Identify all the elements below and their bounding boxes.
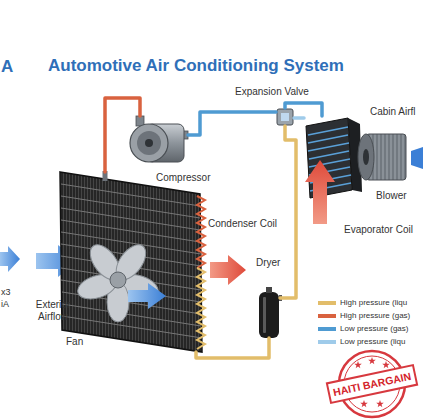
condenser-illustration — [197, 268, 205, 349]
watermark-stamp — [327, 365, 417, 403]
condenser-illustration — [197, 196, 205, 268]
legend-swatch — [318, 327, 336, 331]
airflow-arrows — [0, 246, 20, 272]
legend-text: High pressure (liqu — [340, 298, 407, 307]
refrigerant-pipe — [285, 103, 322, 116]
condenser-illustration — [60, 172, 202, 352]
airflow-arrows — [411, 147, 423, 169]
component-label: Condenser Coil — [208, 218, 277, 230]
blower-illustration — [358, 134, 406, 180]
legend-row: Low pressure (liqu — [318, 335, 405, 348]
cropped-label: x3 — [1, 287, 11, 297]
condenser-illustration — [61, 184, 200, 206]
watermark-stamp — [382, 361, 390, 368]
component-label: Evaporator Coil — [344, 224, 413, 236]
legend-swatch — [318, 301, 336, 305]
fan-illustration — [110, 272, 126, 288]
refrigerant-pipe — [294, 116, 304, 120]
condenser-illustration — [61, 196, 200, 218]
component-label: Compressor — [156, 172, 210, 184]
legend-text: Low pressure (gas) — [340, 324, 408, 333]
component-label: Expansion Valve — [235, 86, 309, 98]
evaporator-illustration — [306, 118, 352, 198]
component-label: Blower — [376, 190, 407, 202]
legend-row: High pressure (liqu — [318, 296, 407, 309]
legend-row: High pressure (gas) — [318, 309, 410, 322]
expansion-valve-illustration — [277, 109, 293, 125]
condenser-illustration — [61, 184, 202, 338]
legend-text: Low pressure (liqu — [340, 337, 405, 346]
component-label: Dryer — [256, 257, 280, 269]
watermark-stamp — [354, 361, 362, 368]
refrigerant-pipe — [188, 112, 276, 135]
blower-illustration — [363, 149, 369, 165]
compressor-illustration — [145, 139, 153, 147]
dryer-illustration — [259, 292, 279, 338]
refrigerant-pipe — [196, 338, 269, 358]
dryer-illustration — [266, 287, 272, 293]
legend-swatch — [318, 314, 336, 318]
legend-swatch — [318, 340, 336, 344]
airflow-label: Exterior Airflow — [30, 299, 76, 322]
airflow-arrows — [210, 255, 246, 285]
compressor-illustration — [130, 124, 168, 162]
part-label: Fan — [66, 336, 83, 348]
component-region: Blower — [358, 128, 410, 184]
watermark: HAITI BARGAIN — [332, 370, 412, 398]
refrigerant-pipe — [280, 126, 296, 298]
diagram-title: Automotive Air Conditioning System — [48, 56, 344, 76]
cropped-label: iA — [1, 299, 9, 309]
evaporator-illustration — [309, 159, 350, 167]
blower-illustration — [358, 134, 374, 180]
condenser-illustration — [62, 304, 201, 326]
compressor-illustration — [130, 116, 188, 162]
condenser-illustration — [60, 171, 205, 352]
legend-text: High pressure (gas) — [340, 311, 410, 320]
component-region: Expansion Valve — [276, 108, 294, 126]
airflow-arrows — [128, 283, 166, 309]
condenser-illustration — [61, 208, 200, 230]
evaporator-illustration — [308, 127, 348, 135]
airflow-arrows — [128, 255, 246, 309]
dryer-illustration — [259, 287, 282, 338]
expansion-valve-illustration — [281, 113, 289, 121]
refrigerant-pipe — [105, 98, 140, 172]
airflow-arrows — [305, 160, 335, 224]
component-region: Dryer — [258, 290, 280, 338]
component-region: Evaporator Coil — [304, 116, 360, 196]
watermark-stamp — [360, 400, 368, 407]
component-region: Compressor — [130, 116, 188, 172]
watermark-stamp — [376, 400, 384, 407]
dryer-illustration — [263, 297, 266, 333]
evaporator-illustration — [308, 135, 348, 143]
component-region: Condenser Coil — [60, 172, 202, 352]
condenser-illustration — [62, 316, 202, 338]
evaporator-illustration — [309, 151, 349, 159]
expansion-valve-illustration — [277, 109, 293, 125]
airflow-label: Cabin Airfl — [370, 106, 416, 118]
compressor-illustration — [137, 131, 161, 155]
fan-illustration — [75, 240, 162, 322]
condenser-illustration — [61, 220, 200, 242]
legend-row: Low pressure (gas) — [318, 322, 408, 335]
airflow-arrows — [305, 160, 335, 224]
watermark-stamp — [368, 357, 376, 364]
watermark-stamp — [327, 351, 417, 417]
cropped-letter: A — [1, 57, 13, 77]
evaporator-illustration — [308, 143, 349, 151]
